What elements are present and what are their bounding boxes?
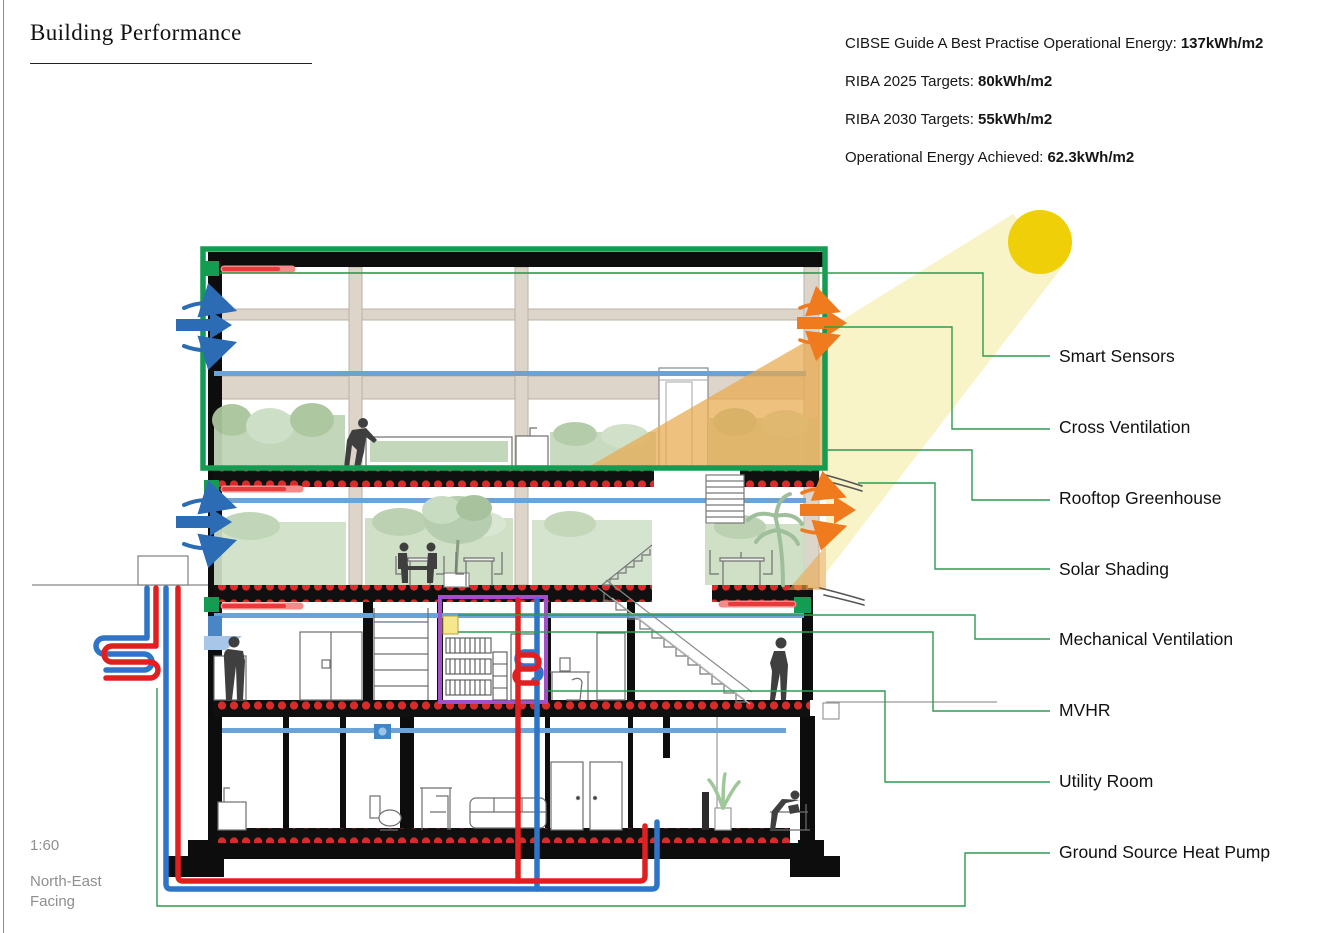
person-greenhouse [344, 418, 377, 468]
page-title: Building Performance [30, 20, 242, 45]
leader-smart-sensors [222, 272, 1050, 357]
leader-ground-source-heat-pump [156, 688, 1050, 907]
cross-ventilation-arrows-icon [176, 283, 238, 568]
facing-note-line2: Facing [30, 893, 76, 910]
heat-pump-housing [137, 555, 189, 586]
furniture [213, 427, 810, 831]
site-ground [32, 555, 997, 703]
person-walking [770, 637, 788, 700]
label-utility-room: Utility Room [1059, 771, 1154, 791]
label-smart-sensors: Smart Sensors [1059, 346, 1175, 366]
roof-slab [208, 252, 824, 267]
toilet [369, 795, 402, 831]
stat-riba-2030: RIBA 2030 Targets:55kWh/m2 [845, 111, 1053, 128]
ground-source-heat-pump-pipes [93, 585, 660, 892]
sun-icon [1008, 210, 1072, 274]
stairs [597, 474, 753, 705]
label-solar-shading: Solar Shading [1059, 559, 1169, 579]
mvhr-unit-icon [442, 615, 459, 635]
person-seated-right [416, 542, 437, 583]
label-mechanical-ventilation: Mechanical Ventilation [1059, 629, 1234, 649]
energy-stats: CIBSE Guide A Best Practise Operational … [845, 36, 1263, 188]
leader-mvhr [458, 631, 1050, 712]
exhaust-arrows-icon [797, 285, 856, 551]
solar-gain-area [590, 330, 826, 466]
stat-achieved: Operational Energy Achieved:62.3kWh/m2 [845, 149, 1135, 166]
label-ground-source-heat-pump: Ground Source Heat Pump [1059, 842, 1271, 862]
leader-rooftop-greenhouse [826, 449, 1050, 501]
person-kitchen [223, 636, 245, 700]
palm-plant [746, 492, 804, 587]
people [223, 418, 800, 830]
basement-plant [702, 772, 741, 831]
radiant-heater-bars [220, 265, 797, 610]
label-mvhr: MVHR [1059, 700, 1111, 720]
wall-unit [822, 702, 840, 720]
heat-exchanger-coil-icon [512, 652, 542, 686]
stat-riba-2025: RIBA 2025 Targets:80kWh/m2 [845, 73, 1053, 90]
label-cross-ventilation: Cross Ventilation [1059, 417, 1191, 437]
stat-cibse: CIBSE Guide A Best Practise Operational … [845, 35, 1264, 52]
leader-utility-room [546, 690, 1050, 783]
page-title-block: Building Performance [30, 20, 312, 64]
facing-note-line1: North-East [30, 873, 102, 890]
annotation-leader-lines [156, 272, 1050, 907]
leader-mechanical-ventilation [458, 614, 1050, 640]
scale-ratio: 1:60 [30, 837, 60, 854]
person-seated-left [398, 542, 419, 583]
label-rooftop-greenhouse: Rooftop Greenhouse [1059, 488, 1222, 508]
leader-solar-shading [858, 482, 1050, 570]
page-edge-line [3, 0, 4, 933]
extract-fan-icon [374, 724, 391, 739]
person-armchair [770, 790, 800, 830]
leader-cross-ventilation [824, 326, 1050, 430]
